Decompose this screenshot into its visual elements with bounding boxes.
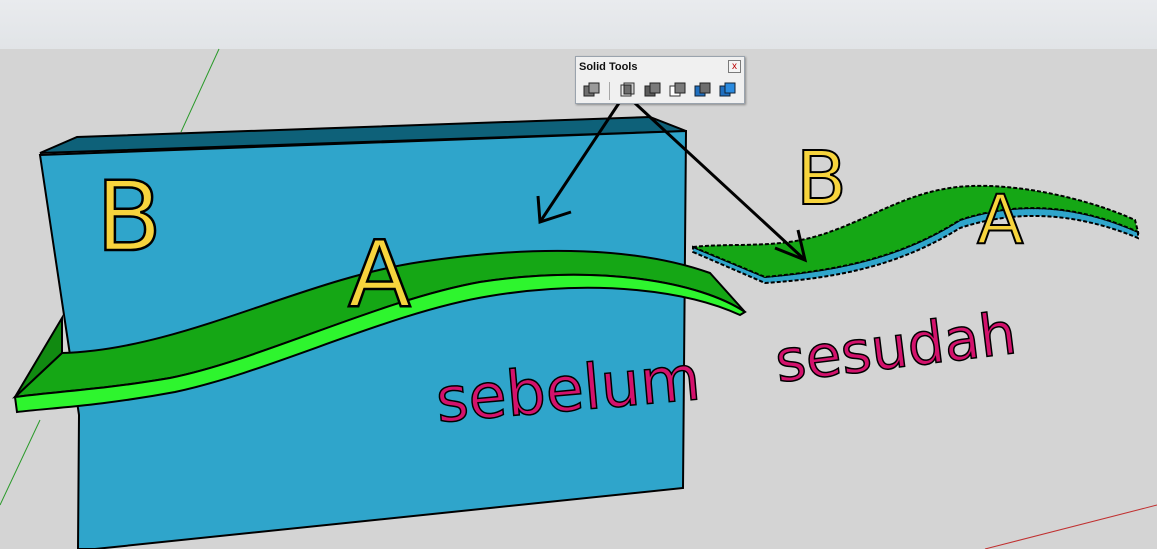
toolbar-buttons — [582, 81, 737, 100]
caption-after: sesudah — [771, 299, 1019, 396]
trim-icon[interactable] — [693, 81, 712, 100]
solid-tools-toolbar[interactable]: Solid Tools x — [575, 56, 745, 104]
strip-a-left-flap — [14, 314, 63, 398]
label-b-right: B — [796, 136, 847, 222]
intersect-icon[interactable] — [618, 81, 637, 100]
toolbar-separator — [609, 81, 610, 100]
close-icon[interactable]: x — [728, 60, 741, 73]
strip-a-edge — [13, 273, 747, 414]
label-a-right: A — [977, 181, 1024, 260]
sky-background — [0, 0, 1157, 49]
split-icon[interactable] — [718, 81, 737, 100]
outer-shell-icon[interactable] — [582, 81, 601, 100]
arrows — [536, 92, 808, 263]
green-axis — [180, 48, 220, 133]
label-a-left: A — [348, 221, 411, 328]
box-b-front-face — [38, 129, 688, 549]
subtract-icon[interactable] — [668, 81, 687, 100]
union-icon[interactable] — [643, 81, 662, 100]
red-axis — [984, 504, 1157, 549]
toolbar-title: Solid Tools — [579, 61, 638, 73]
strip-after-top — [692, 184, 1140, 279]
label-b-left: B — [96, 161, 162, 273]
green-axis-lower — [0, 419, 41, 506]
